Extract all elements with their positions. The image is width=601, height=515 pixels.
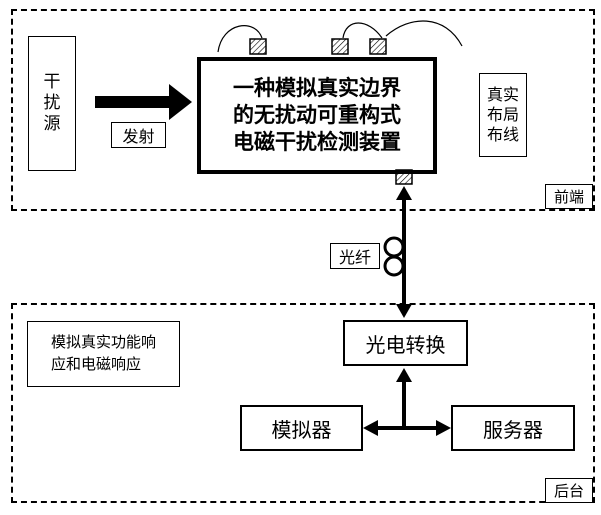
top-connector-2	[331, 38, 349, 55]
server-text: 服务器	[483, 417, 543, 442]
cable-wire-2	[342, 22, 383, 39]
detection-device: 一种模拟真实边界 的无扰动可重构式 电磁干扰检测装置	[197, 57, 437, 174]
device-title-text: 一种模拟真实边界 的无扰动可重构式 电磁干扰检测装置	[233, 75, 401, 155]
real-layout-wiring-box: 真实 布局 布线	[479, 73, 527, 157]
response-label-text: 模拟真实功能响 应和电磁响应	[50, 333, 156, 373]
top-connector-1	[249, 38, 267, 55]
simulator-server-link	[363, 420, 451, 436]
front-end-label: 前端	[545, 184, 593, 209]
real-layout-wiring-text: 真实 布局 布线	[486, 85, 519, 144]
server-box: 服务器	[451, 405, 575, 451]
interference-source-text: 干 扰 源	[43, 71, 61, 135]
emit-label: 发射	[111, 122, 166, 148]
bottom-connector	[395, 169, 413, 185]
fiber-coil-icon	[383, 236, 405, 277]
simulator-text: 模拟器	[271, 417, 332, 442]
emit-arrow	[95, 84, 192, 120]
back-end-label: 后台	[545, 478, 593, 503]
fiber-link-arrow	[396, 186, 412, 318]
fiber-label: 光纤	[330, 243, 380, 269]
simulator-box: 模拟器	[240, 405, 363, 451]
top-connector-3	[369, 38, 387, 55]
front-end-region	[11, 9, 595, 211]
converter-text: 光电转换	[365, 332, 446, 357]
back-end-region	[11, 303, 595, 503]
response-label-box: 模拟真实功能响 应和电磁响应	[27, 321, 180, 387]
emit-label-text: 发射	[122, 127, 155, 146]
cable-wire-1	[217, 25, 263, 53]
fiber-label-text: 光纤	[338, 248, 371, 267]
front-end-label-text: 前端	[553, 188, 584, 206]
photoelectric-converter: 光电转换	[343, 320, 468, 366]
back-end-label-text: 后台	[553, 482, 584, 500]
cable-wire-3	[385, 20, 463, 47]
converter-link-arrow	[396, 368, 412, 428]
interference-source-box: 干 扰 源	[28, 36, 76, 171]
